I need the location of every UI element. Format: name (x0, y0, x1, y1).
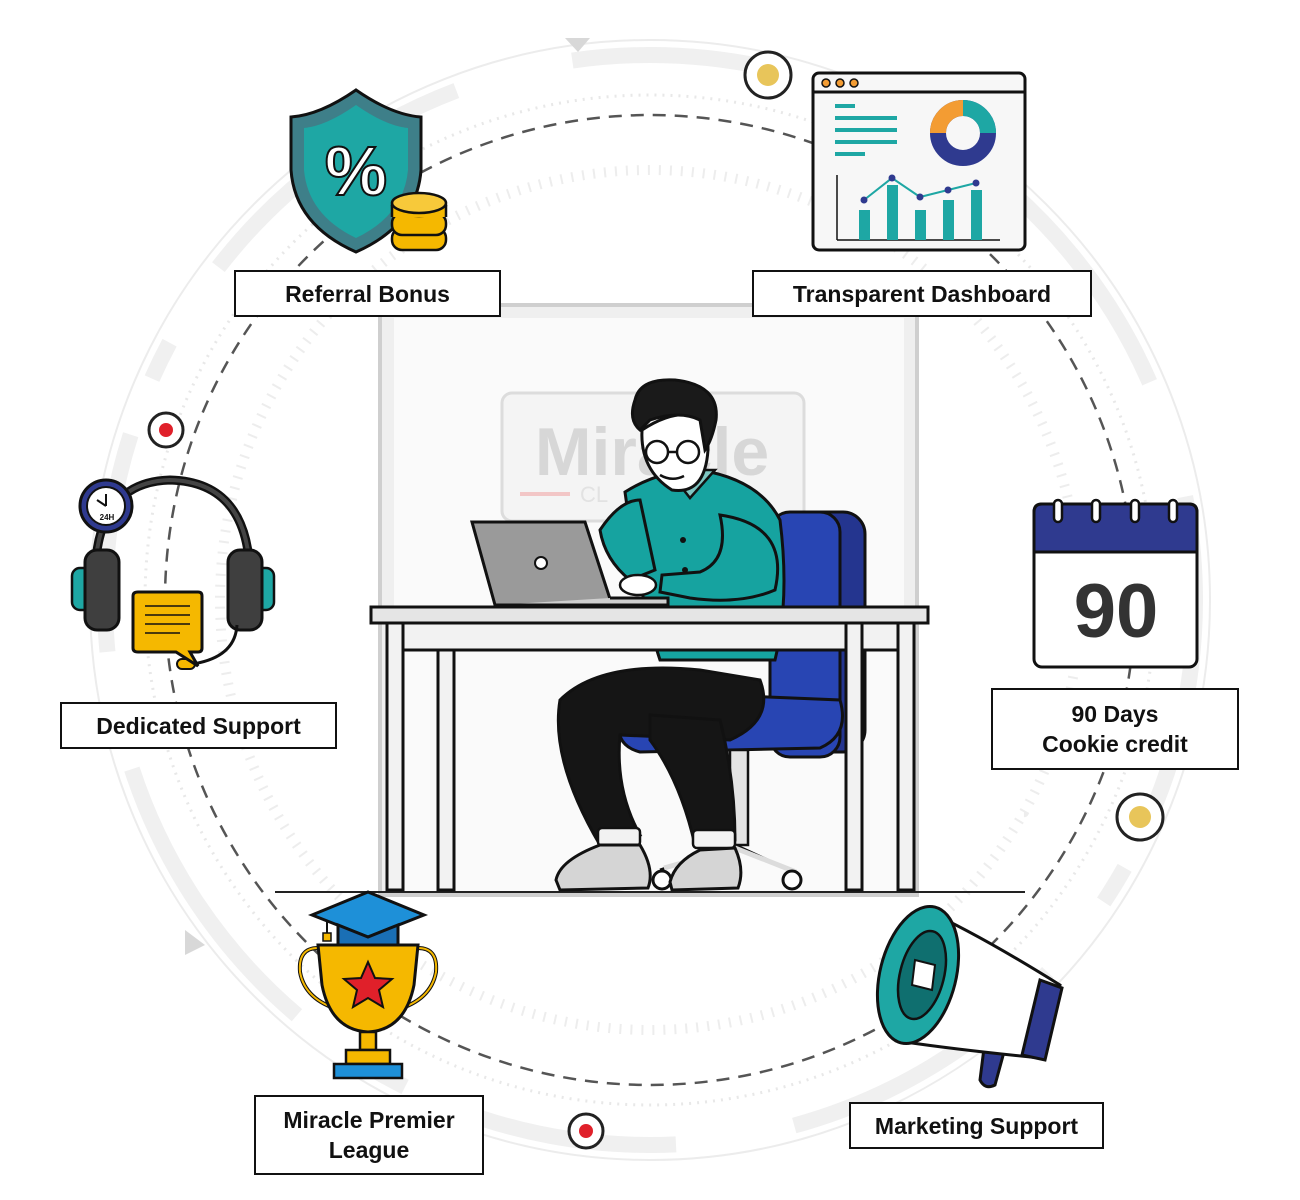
orbit-dot-yellow-right (1115, 792, 1165, 842)
laptop-icon (470, 520, 670, 607)
coins-icon (390, 191, 448, 252)
marketing-support-label: Marketing Support (849, 1102, 1104, 1149)
clock-icon: 24H (78, 478, 134, 534)
desk-icon (369, 605, 930, 892)
whiteboard-logo-sub: CL (580, 482, 608, 507)
referral-bonus-label: Referral Bonus (234, 270, 501, 317)
calendar-number: 90 (1074, 569, 1159, 654)
chat-bubble-icon (131, 590, 204, 668)
donut-chart-icon (930, 100, 996, 166)
calendar-icon: 90 (1032, 498, 1199, 669)
orbit-dot-red-bottom (567, 1112, 605, 1150)
trophy-icon (297, 943, 439, 1080)
person-at-laptop-icon (554, 378, 786, 892)
orbit-dot-yellow-top (743, 50, 793, 100)
shield-percent-icon: % (289, 88, 423, 254)
megaphone-icon (875, 904, 1064, 1089)
premier-league-label: Miracle Premier League (254, 1095, 484, 1175)
cookie-credit-label: 90 Days Cookie credit (991, 688, 1239, 770)
orbit-dot-red-left (147, 411, 185, 449)
bar-chart-icon (836, 174, 1000, 241)
dedicated-support-label: Dedicated Support (60, 702, 337, 749)
transparent-dashboard-label: Transparent Dashboard (752, 270, 1092, 317)
svg-text:%: % (325, 132, 387, 210)
clock-label: 24H (100, 513, 115, 522)
